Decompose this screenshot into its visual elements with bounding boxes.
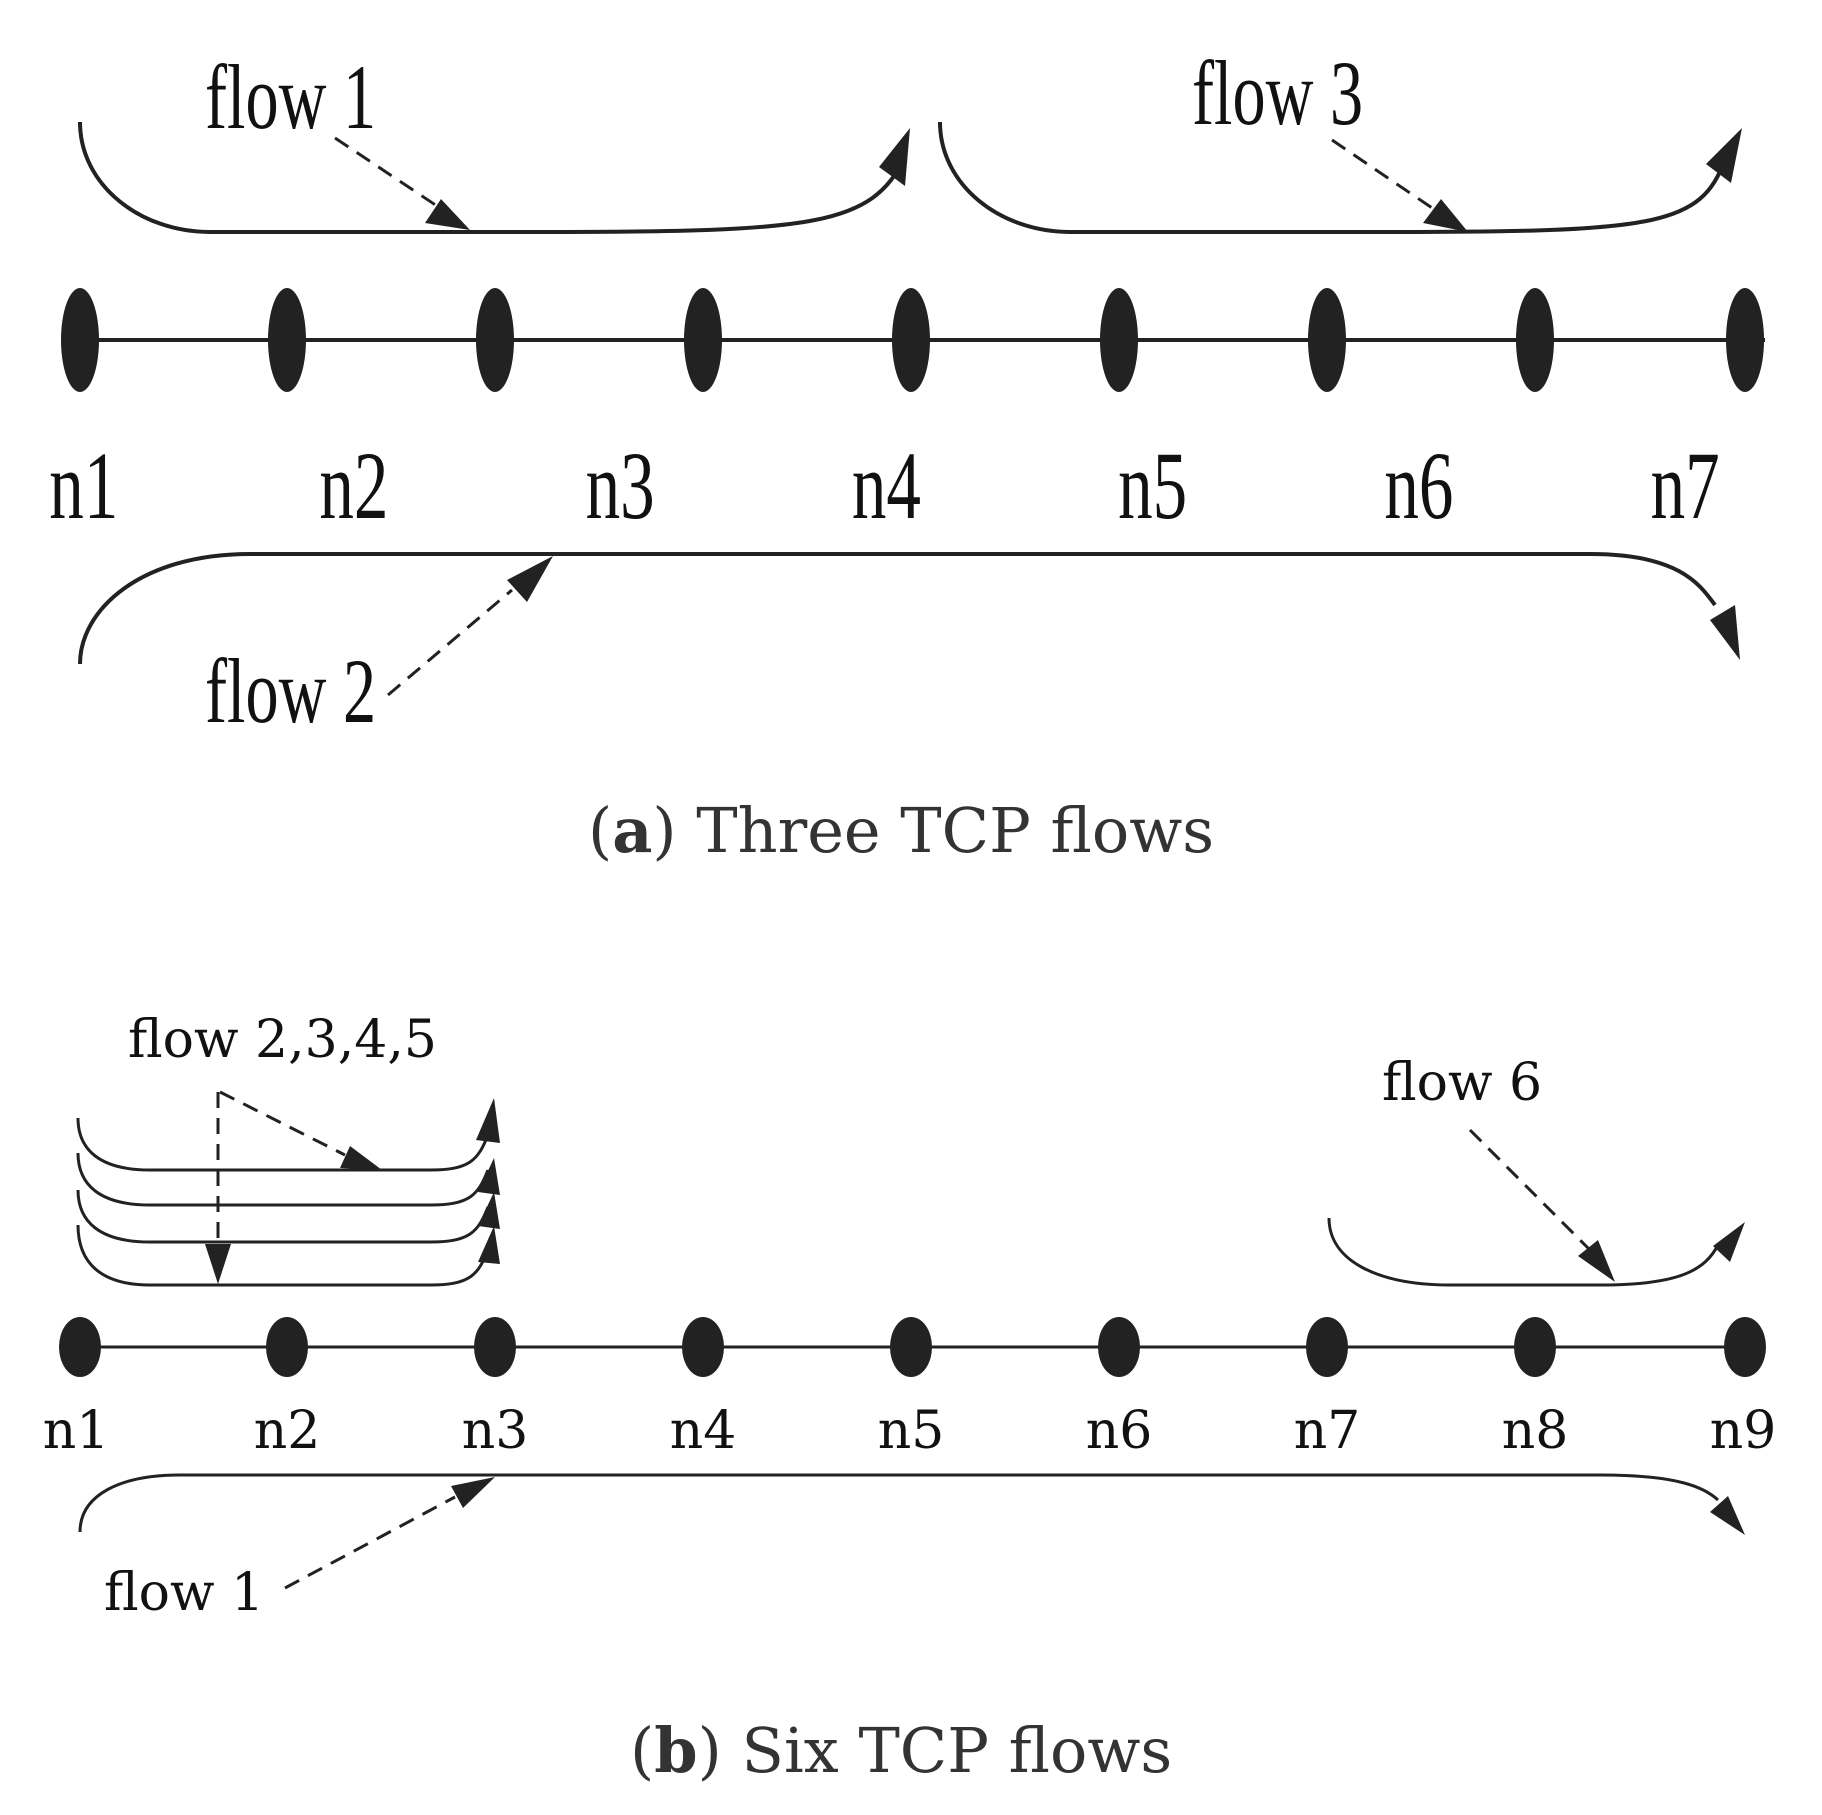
- panel-b-flow-2-5: flow 2,3,4,5: [76, 1010, 500, 1287]
- panel-b-flow-1-label: flow 1: [104, 1563, 264, 1623]
- panel-b-node-labels: n1 n2 n3 n4 n5 n6 n7 n8 n9: [43, 1401, 1777, 1461]
- panel-b-node-n5: [890, 1317, 932, 1377]
- panel-b-flow-1-pointer: [284, 1495, 456, 1590]
- panel-b-flow-2-5-pointer-head-right: [340, 1146, 382, 1170]
- panel-a-flow-1-pointer: [334, 136, 441, 210]
- panel-a-label-n1: n1: [49, 433, 118, 540]
- panel-b-node-n6: [1098, 1317, 1140, 1377]
- panel-a-label-n5: n5: [1118, 433, 1187, 540]
- panel-b-flow-1-arrowhead: [1710, 1496, 1745, 1535]
- panel-b-flow-3-path: [76, 1152, 490, 1207]
- panel-a-node-labels: n1 n2 n3 n4 n5 n6 n7 n8 n9: [49, 433, 1720, 540]
- panel-b-label-n9: n9: [1710, 1401, 1777, 1461]
- panel-a-flow-3-arrowhead: [1706, 128, 1742, 183]
- panel-a-caption: (a) Three TCP flows: [588, 794, 1214, 867]
- panel-b-node-n4: [682, 1317, 724, 1377]
- panel-a-label-n6: n6: [1384, 433, 1453, 540]
- panel-b-flow-6-label: flow 6: [1382, 1053, 1542, 1113]
- panel-a-flow-3-pointer: [1331, 138, 1439, 214]
- panel-a: n1 n2 n3 n4 n5 n6 n7 n8 n9 flow 1 flow 3: [49, 44, 1765, 867]
- panel-a-caption-title: Three TCP flows: [696, 794, 1214, 867]
- panel-b-label-n1: n1: [43, 1401, 110, 1461]
- panel-b-flow-6-pointer: [1468, 1128, 1592, 1252]
- panel-a-node-n2: [268, 288, 306, 392]
- panel-b-label-n6: n6: [1086, 1401, 1153, 1461]
- panel-b-flow-6-path: [1327, 1217, 1720, 1287]
- panel-b-flow-2-5-label: flow 2,3,4,5: [128, 1010, 437, 1070]
- panel-b-flow-2-5-pointer-head-down: [205, 1244, 231, 1284]
- panel-b-flow-2-arrowhead: [476, 1098, 500, 1143]
- panel-b-caption: (b) Six TCP flows: [630, 1714, 1172, 1787]
- panel-b-label-n2: n2: [254, 1401, 321, 1461]
- panel-a-flow-3: flow 3: [938, 44, 1742, 234]
- panel-a-label-n4: n4: [852, 433, 921, 540]
- panel-a-caption-letter: a: [612, 794, 652, 867]
- panel-a-flow-2-pointer: [387, 588, 513, 697]
- panel-b-flow-5-path: [76, 1224, 490, 1287]
- panel-a-node-n4: [684, 288, 722, 392]
- panel-b-label-n4: n4: [670, 1401, 737, 1461]
- panel-b-flow-6: flow 6: [1327, 1053, 1745, 1287]
- panel-b-flow-1-path: [78, 1473, 1720, 1533]
- panel-b-flow-6-pointer-head: [1578, 1240, 1615, 1282]
- panel-a-node-n6: [1100, 288, 1138, 392]
- panel-a-node-n5: [892, 288, 930, 392]
- panel-a-label-n2: n2: [319, 433, 388, 540]
- panel-a-label-n3: n3: [586, 433, 655, 540]
- panel-a-flow-2-label: flow 2: [205, 642, 376, 743]
- panel-a-node-n1: [61, 288, 99, 392]
- panel-a-node-n7: [1308, 288, 1346, 392]
- panel-a-chain: [61, 288, 1765, 392]
- panel-b-flow-6-arrowhead: [1713, 1222, 1745, 1262]
- panel-a-flow-2-pointer-head: [507, 556, 553, 602]
- panel-a-flow-1-label: flow 1: [205, 48, 376, 149]
- panel-a-node-n9: [1726, 288, 1764, 392]
- panel-a-flow-3-label: flow 3: [1192, 44, 1363, 145]
- panel-a-flow-1-pointer-head: [425, 199, 470, 230]
- panel-b-label-n8: n8: [1502, 1401, 1569, 1461]
- panel-b-node-n1: [59, 1317, 101, 1377]
- panel-a-flow-2-path: [78, 552, 1717, 665]
- panel-b-caption-text: (b) Six TCP flows: [630, 1714, 1172, 1787]
- panel-a-flow-3-path: [938, 121, 1727, 234]
- panel-b-flow-2-path: [76, 1117, 490, 1172]
- panel-a-flow-2-arrowhead: [1710, 605, 1740, 660]
- panel-b-flow-4-arrowhead: [478, 1192, 500, 1229]
- panel-b-node-n7: [1306, 1317, 1348, 1377]
- panel-b-flow-4-path: [76, 1189, 490, 1244]
- panel-a-label-n7: n7: [1651, 433, 1720, 540]
- panel-b-chain: [59, 1317, 1766, 1377]
- panel-a-flow-2: flow 2: [78, 552, 1740, 743]
- panel-b-flow-1-pointer-head: [451, 1477, 495, 1508]
- panel-a-flow-1-arrowhead: [879, 128, 910, 186]
- panel-a-node-n3: [476, 288, 514, 392]
- panel-a-flow-1-path: [78, 121, 907, 234]
- panel-b-node-n2: [266, 1317, 308, 1377]
- panel-b-label-n3: n3: [462, 1401, 529, 1461]
- panel-b-node-n3: [474, 1317, 516, 1377]
- panel-b: n1 n2 n3 n4 n5 n6 n7 n8 n9 flow 2,3,4,5: [43, 1010, 1777, 1787]
- panel-b-flow-5-arrowhead: [478, 1226, 500, 1264]
- panel-b-caption-title: Six TCP flows: [741, 1714, 1172, 1787]
- panel-b-flow-1: flow 1: [78, 1473, 1745, 1623]
- panel-b-node-n8: [1514, 1317, 1556, 1377]
- panel-a-flow-3-pointer-head: [1423, 199, 1468, 232]
- panel-b-node-n9: [1724, 1317, 1766, 1377]
- panel-b-caption-letter: b: [654, 1714, 697, 1787]
- panel-b-label-n5: n5: [878, 1401, 945, 1461]
- panel-a-flow-1: flow 1: [78, 48, 910, 234]
- panel-a-caption-text: (a) Three TCP flows: [588, 794, 1214, 867]
- panel-a-node-n8: [1516, 288, 1554, 392]
- panel-b-flow-2-5-pointer-horizontal: [219, 1090, 346, 1157]
- panel-b-label-n7: n7: [1294, 1401, 1361, 1461]
- panel-b-flow-3-arrowhead: [478, 1158, 500, 1195]
